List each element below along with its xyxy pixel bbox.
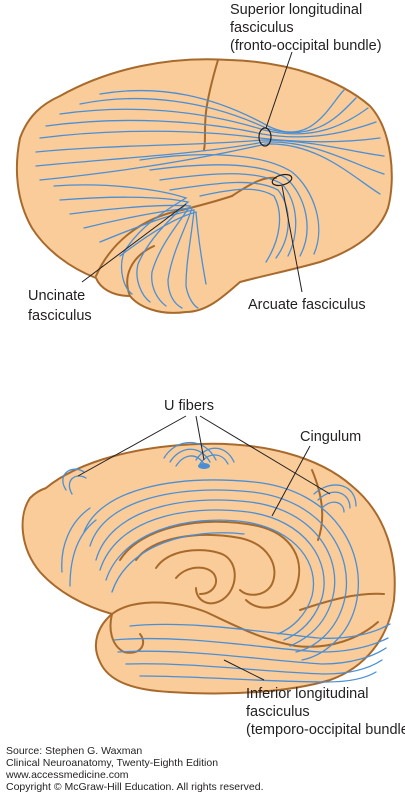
inferior-longitudinal-leader [223, 659, 265, 681]
superior-longitudinal-label-line1: Superior longitudinal [230, 2, 362, 18]
inferior-longitudinal-fibers [113, 623, 391, 683]
uncinate-label-line1: Uncinate [28, 288, 85, 304]
arcuate-section-marker [271, 173, 293, 187]
u-fibers-leader-left [77, 415, 187, 477]
uncinate-leader [81, 203, 187, 283]
uncinate-label-line2: fasciculus [28, 308, 92, 324]
superior-longitudinal-label-line3: (fronto-occipital bundle) [230, 38, 382, 54]
fornix-curve [155, 549, 236, 605]
uncinate-fibers [53, 184, 207, 309]
cingulum-leader [271, 445, 311, 517]
source-copyright: Copyright © McGraw-Hill Education. All r… [6, 781, 264, 793]
arcuate-fibers [139, 154, 320, 263]
lateral-brain-outline [15, 58, 393, 314]
cingulum-fibers [61, 479, 359, 661]
superior-longitudinal-leader [265, 51, 293, 129]
arcuate-leader [281, 185, 303, 293]
superior-longitudinal-fibers [35, 89, 385, 195]
source-credits: Source: Stephen G. Waxman Clinical Neuro… [5, 745, 264, 793]
calcarine-sulcus [299, 592, 385, 611]
superior-longitudinal-label-line2: fasciculus [230, 20, 294, 36]
source-website: www.accessmedicine.com [5, 769, 129, 781]
u-fibers-group [62, 442, 357, 513]
corpus-callosum-outer [119, 520, 301, 609]
thalamus-curve [175, 566, 218, 595]
lateral-hemisphere-diagram: Superior longitudinal fasciculus (fronto… [15, 2, 393, 324]
inferior-longitudinal-label-line3: (temporo-occipital bundle) [246, 722, 405, 738]
superior-longitudinal-section-marker [258, 127, 272, 147]
u-fibers-label: U fibers [164, 398, 214, 414]
cingulum-label: Cingulum [300, 429, 361, 445]
medial-hemisphere-diagram: U fibers Cingulum Inferior longitudinal … [21, 398, 405, 738]
source-book-title: Clinical Neuroanatomy, Twenty-Eighth Edi… [6, 757, 218, 769]
u-fibers-leader-right [199, 415, 331, 495]
insular-contour [231, 176, 277, 197]
parieto-occipital-sulcus [311, 469, 324, 541]
corpus-callosum-inner [135, 533, 276, 596]
inferior-longitudinal-label-line2: fasciculus [246, 704, 310, 720]
inferior-longitudinal-label-line1: Inferior longitudinal [246, 686, 369, 702]
source-author: Source: Stephen G. Waxman [6, 745, 142, 757]
u-fibers-leader-mid [195, 415, 205, 461]
central-sulcus [203, 59, 219, 151]
arcuate-label: Arcuate fasciculus [248, 297, 366, 313]
